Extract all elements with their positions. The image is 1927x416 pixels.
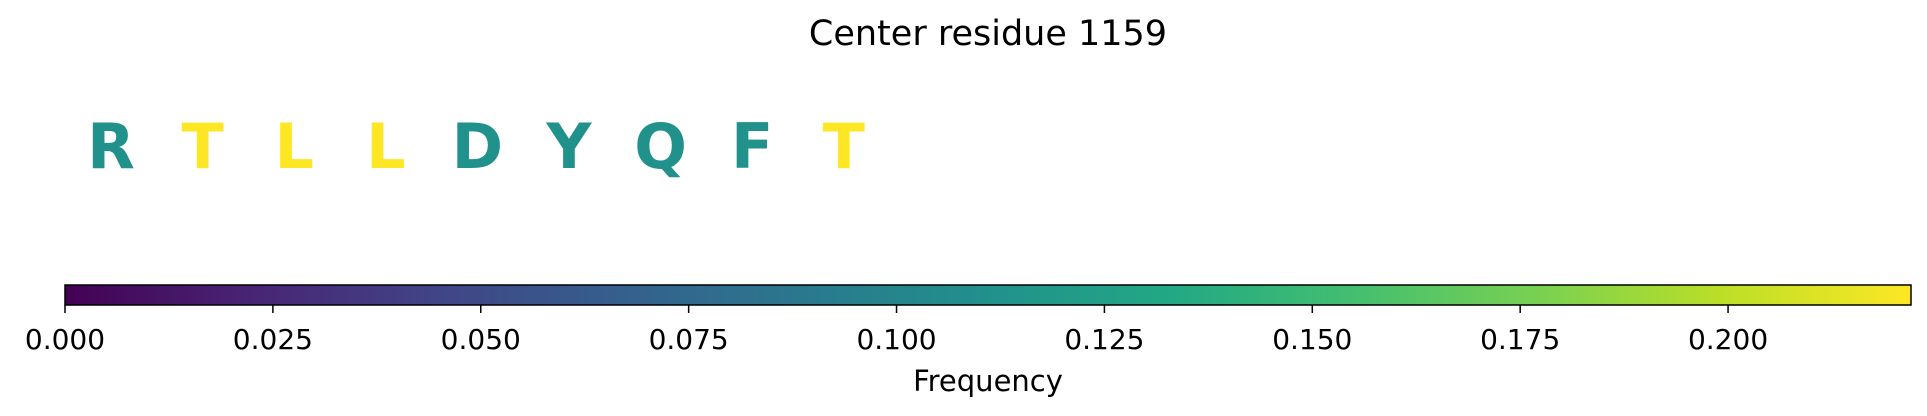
residue-letter: T <box>181 110 223 183</box>
residue-letter: Q <box>634 110 687 183</box>
colorbar-tick-label: 0.050 <box>441 323 521 356</box>
colorbar: 0.000 0.025 0.050 0.075 0.100 0.125 0.150 0.175… <box>25 284 1912 398</box>
colorbar-tick-label: 0.200 <box>1688 323 1768 356</box>
residue-letter: D <box>452 110 503 183</box>
residue-letter: R <box>87 110 135 183</box>
colorbar-tick-label: 0.025 <box>233 323 313 356</box>
colorbar-tick-label: 0.000 <box>25 323 105 356</box>
colorbar-tick-label: 0.175 <box>1480 323 1560 356</box>
colorbar-tick-label: 0.075 <box>649 323 729 356</box>
colorbar-gradient <box>64 284 1912 306</box>
residue-letter: L <box>274 110 314 183</box>
colorbar-tick-label: 0.150 <box>1272 323 1352 356</box>
residue-letter: L <box>366 110 406 183</box>
chart-title: Center residue 1159 <box>808 14 1168 54</box>
colorbar-label: Frequency <box>913 364 1063 398</box>
colorbar-ticks: 0.000 0.025 0.050 0.075 0.100 0.125 0.150 0.175… <box>25 305 1768 356</box>
colorbar-tick-label: 0.100 <box>856 323 936 356</box>
residue-letter: F <box>731 110 773 183</box>
residue-letter: Y <box>546 110 593 183</box>
colorbar-tick-label: 0.125 <box>1064 323 1144 356</box>
residue-letter: T <box>823 110 865 183</box>
